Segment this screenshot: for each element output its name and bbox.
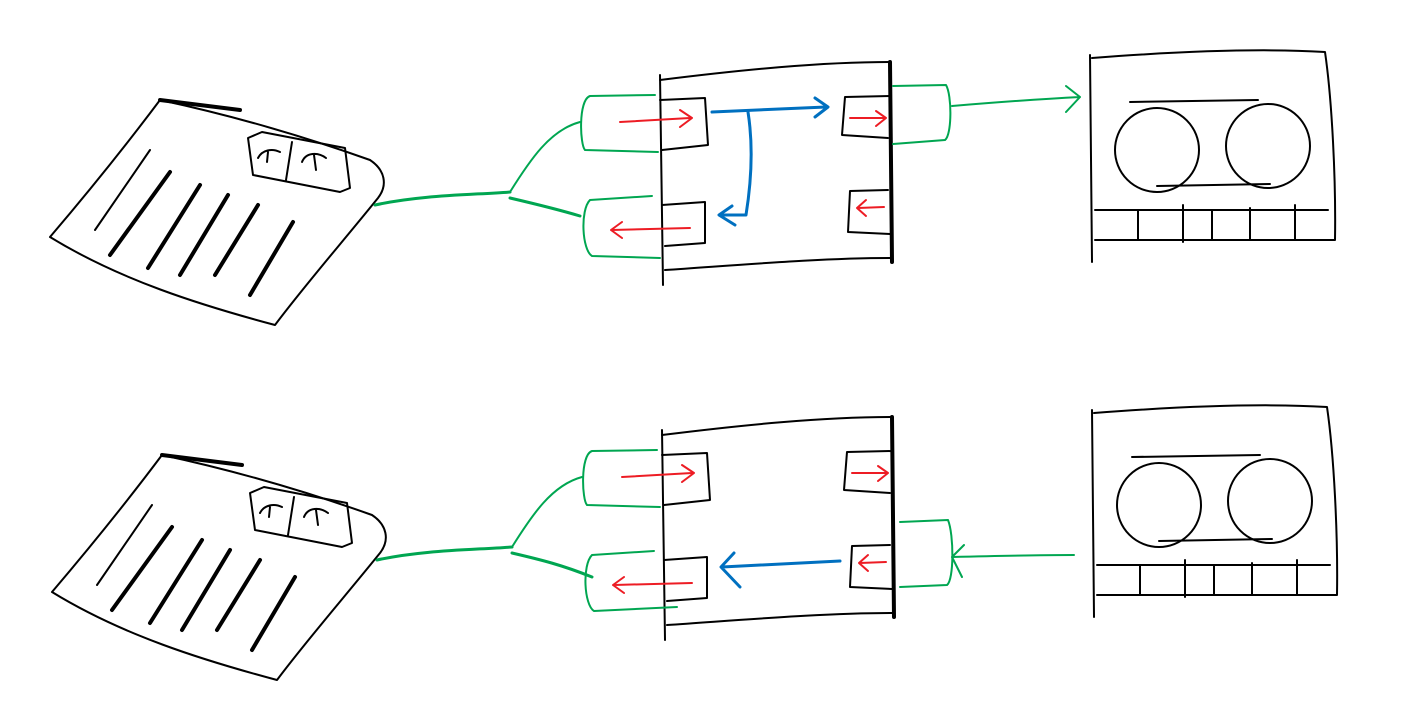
bottom-diagram (50, 404, 1339, 682)
keyboard-device-icon (50, 453, 388, 682)
keyboard-device-icon (48, 98, 386, 327)
hub-box (658, 60, 894, 287)
route-arrows (719, 551, 842, 589)
input-wire (373, 94, 661, 259)
output-wire (899, 519, 1075, 588)
input-wire (375, 449, 678, 612)
signal-arrows (612, 464, 889, 594)
signal-arrows (610, 109, 887, 239)
route-arrows (710, 96, 830, 227)
output-wire (892, 84, 1081, 145)
hub-box (660, 415, 896, 642)
top-diagram (48, 49, 1337, 327)
tape-deck-icon (1089, 49, 1337, 263)
tape-deck-icon (1091, 404, 1339, 618)
